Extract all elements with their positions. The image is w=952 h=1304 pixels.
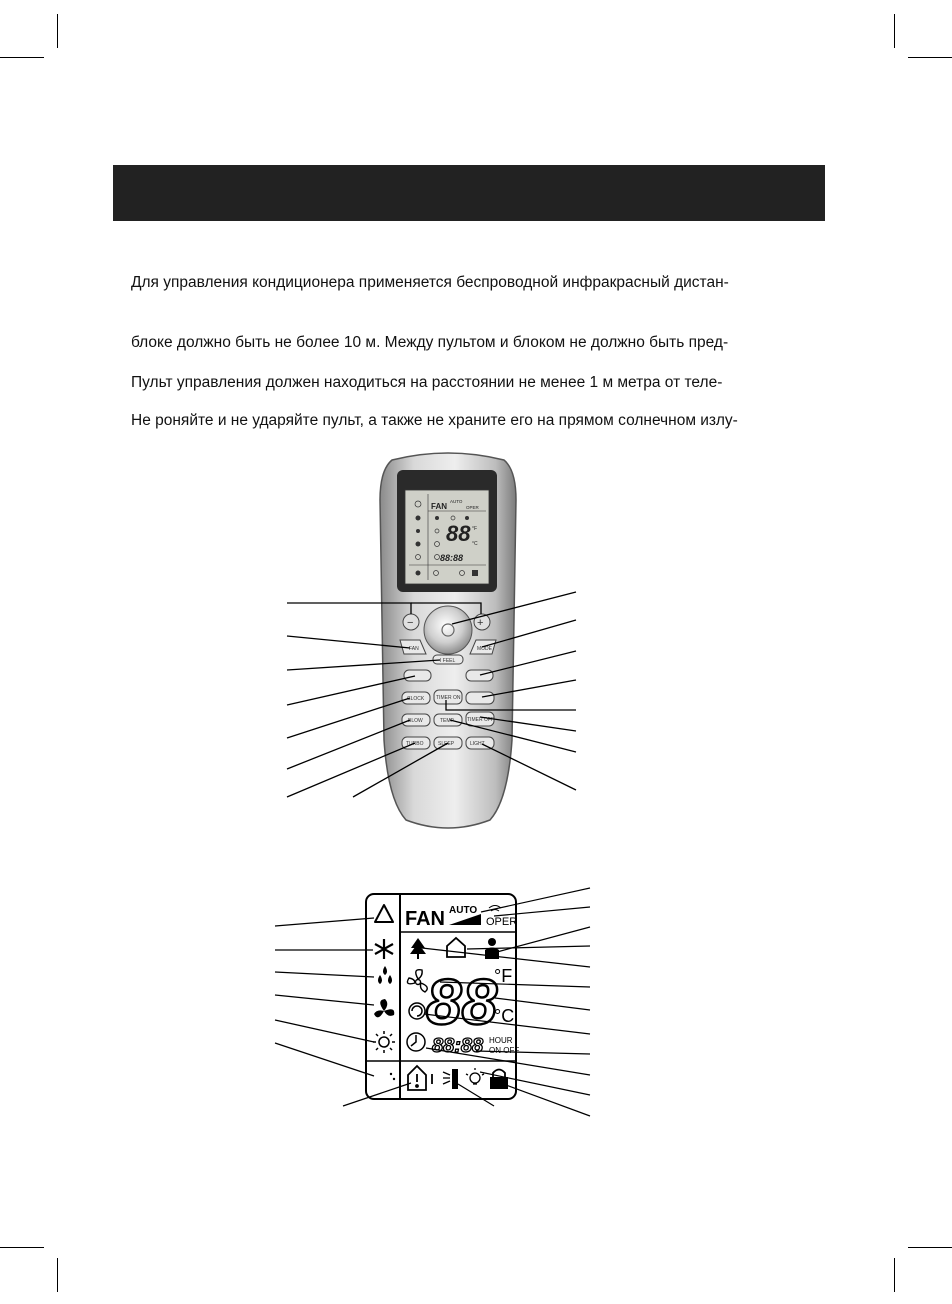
fan-button-label: FAN xyxy=(409,646,419,652)
mini-temp-digits: 88 xyxy=(446,521,471,546)
crop-mark xyxy=(0,57,44,58)
ifeel-button-label: I FEEL xyxy=(440,658,456,664)
lcd-unit-c: °C xyxy=(494,1006,514,1026)
mini-fan-label: FAN xyxy=(431,502,447,511)
lcd-diagram: FAN AUTO OPER xyxy=(365,893,519,1100)
crop-mark xyxy=(908,1247,952,1248)
crop-mark xyxy=(57,14,58,48)
lcd-onoff-label: ON OFF xyxy=(489,1046,519,1055)
lcd-callout-lines xyxy=(274,887,591,1117)
clock-icon xyxy=(406,1032,426,1052)
auto-mode-icon xyxy=(374,904,394,923)
crop-mark xyxy=(0,1247,44,1248)
mini-lcd xyxy=(404,489,490,585)
tree-icon xyxy=(410,938,426,959)
lcd-auto-label: AUTO xyxy=(449,905,477,916)
home-button[interactable] xyxy=(465,669,494,682)
crop-mark xyxy=(908,57,952,58)
section-header-bar xyxy=(113,165,825,221)
lcd-hour-label: HOUR xyxy=(489,1036,513,1045)
lcd-fan-label: FAN xyxy=(405,908,445,930)
lock-icon xyxy=(490,1068,508,1089)
cool-icon xyxy=(374,939,394,959)
mini-lcd-icons xyxy=(414,500,478,576)
swing-button[interactable] xyxy=(403,669,432,682)
mini-unit-c: °C xyxy=(472,541,478,547)
remote-control: FAN AUTO OPER 88 °F °C 88:88 − xyxy=(379,452,517,829)
timer-on-button-label: TIMER ON xyxy=(436,695,461,701)
light-icon xyxy=(465,1068,485,1085)
paragraph-line-3: Пульт управления должен находиться на ра… xyxy=(131,374,723,391)
power-icon xyxy=(441,623,455,637)
blow-button-label: BLOW xyxy=(408,718,423,724)
paragraph-line-1: Для управления кондиционера применяется … xyxy=(131,274,729,291)
mode-button-label: MODE xyxy=(477,646,493,652)
lcd-temp-digits: 88 xyxy=(426,966,498,1038)
mini-auto-label: AUTO xyxy=(450,499,463,504)
light-button-label: LIGHT xyxy=(470,741,485,747)
dry-icon xyxy=(378,966,392,984)
crop-mark xyxy=(894,1258,895,1292)
ifeel-button[interactable] xyxy=(432,654,464,665)
minus-icon: − xyxy=(407,617,413,629)
lcd-unit-f: °F xyxy=(494,966,512,986)
blow-button[interactable] xyxy=(401,713,431,727)
health-home-icon xyxy=(407,1064,433,1091)
remote-callout-lines xyxy=(286,591,577,798)
crop-mark xyxy=(57,1258,58,1292)
timer-on-button[interactable] xyxy=(433,689,463,705)
lcd-oper-label: OPER xyxy=(486,916,517,928)
fan-speed-bars xyxy=(449,914,481,925)
xfan-button[interactable] xyxy=(465,691,495,705)
plus-icon: + xyxy=(477,617,483,629)
lcd-time-digits: 88:88 xyxy=(432,1035,484,1057)
temp-button[interactable] xyxy=(433,713,463,727)
lcd-frame xyxy=(365,893,517,1100)
mini-unit-f: °F xyxy=(472,526,477,532)
temp-button-label: TEMP xyxy=(440,718,455,724)
plus-button[interactable] xyxy=(473,613,491,631)
mini-oper-label: OPER xyxy=(466,505,480,510)
timer-off-button-label: TIMER OFF xyxy=(467,717,494,723)
fan-blade-icon xyxy=(406,969,428,993)
crop-mark xyxy=(894,14,895,48)
clock-button[interactable] xyxy=(401,691,431,705)
turbo-button-label: TURBO xyxy=(406,741,424,747)
paragraph-line-2: блоке должно быть не более 10 м. Между п… xyxy=(131,334,729,351)
fan-button[interactable] xyxy=(399,639,427,655)
sleep-icon xyxy=(381,1068,396,1086)
fan-mode-icon xyxy=(374,999,395,1018)
swirl-icon xyxy=(408,1002,426,1020)
blow-icon xyxy=(442,1069,458,1089)
home-icon xyxy=(446,936,466,958)
mini-time-digits: 88:88 xyxy=(440,553,463,563)
power-button[interactable] xyxy=(423,605,473,655)
paragraph-line-4: Не роняйте и не ударяйте пульт, а также … xyxy=(131,412,738,429)
heat-icon xyxy=(373,1031,395,1053)
clock-button-label: CLOCK xyxy=(407,696,425,702)
